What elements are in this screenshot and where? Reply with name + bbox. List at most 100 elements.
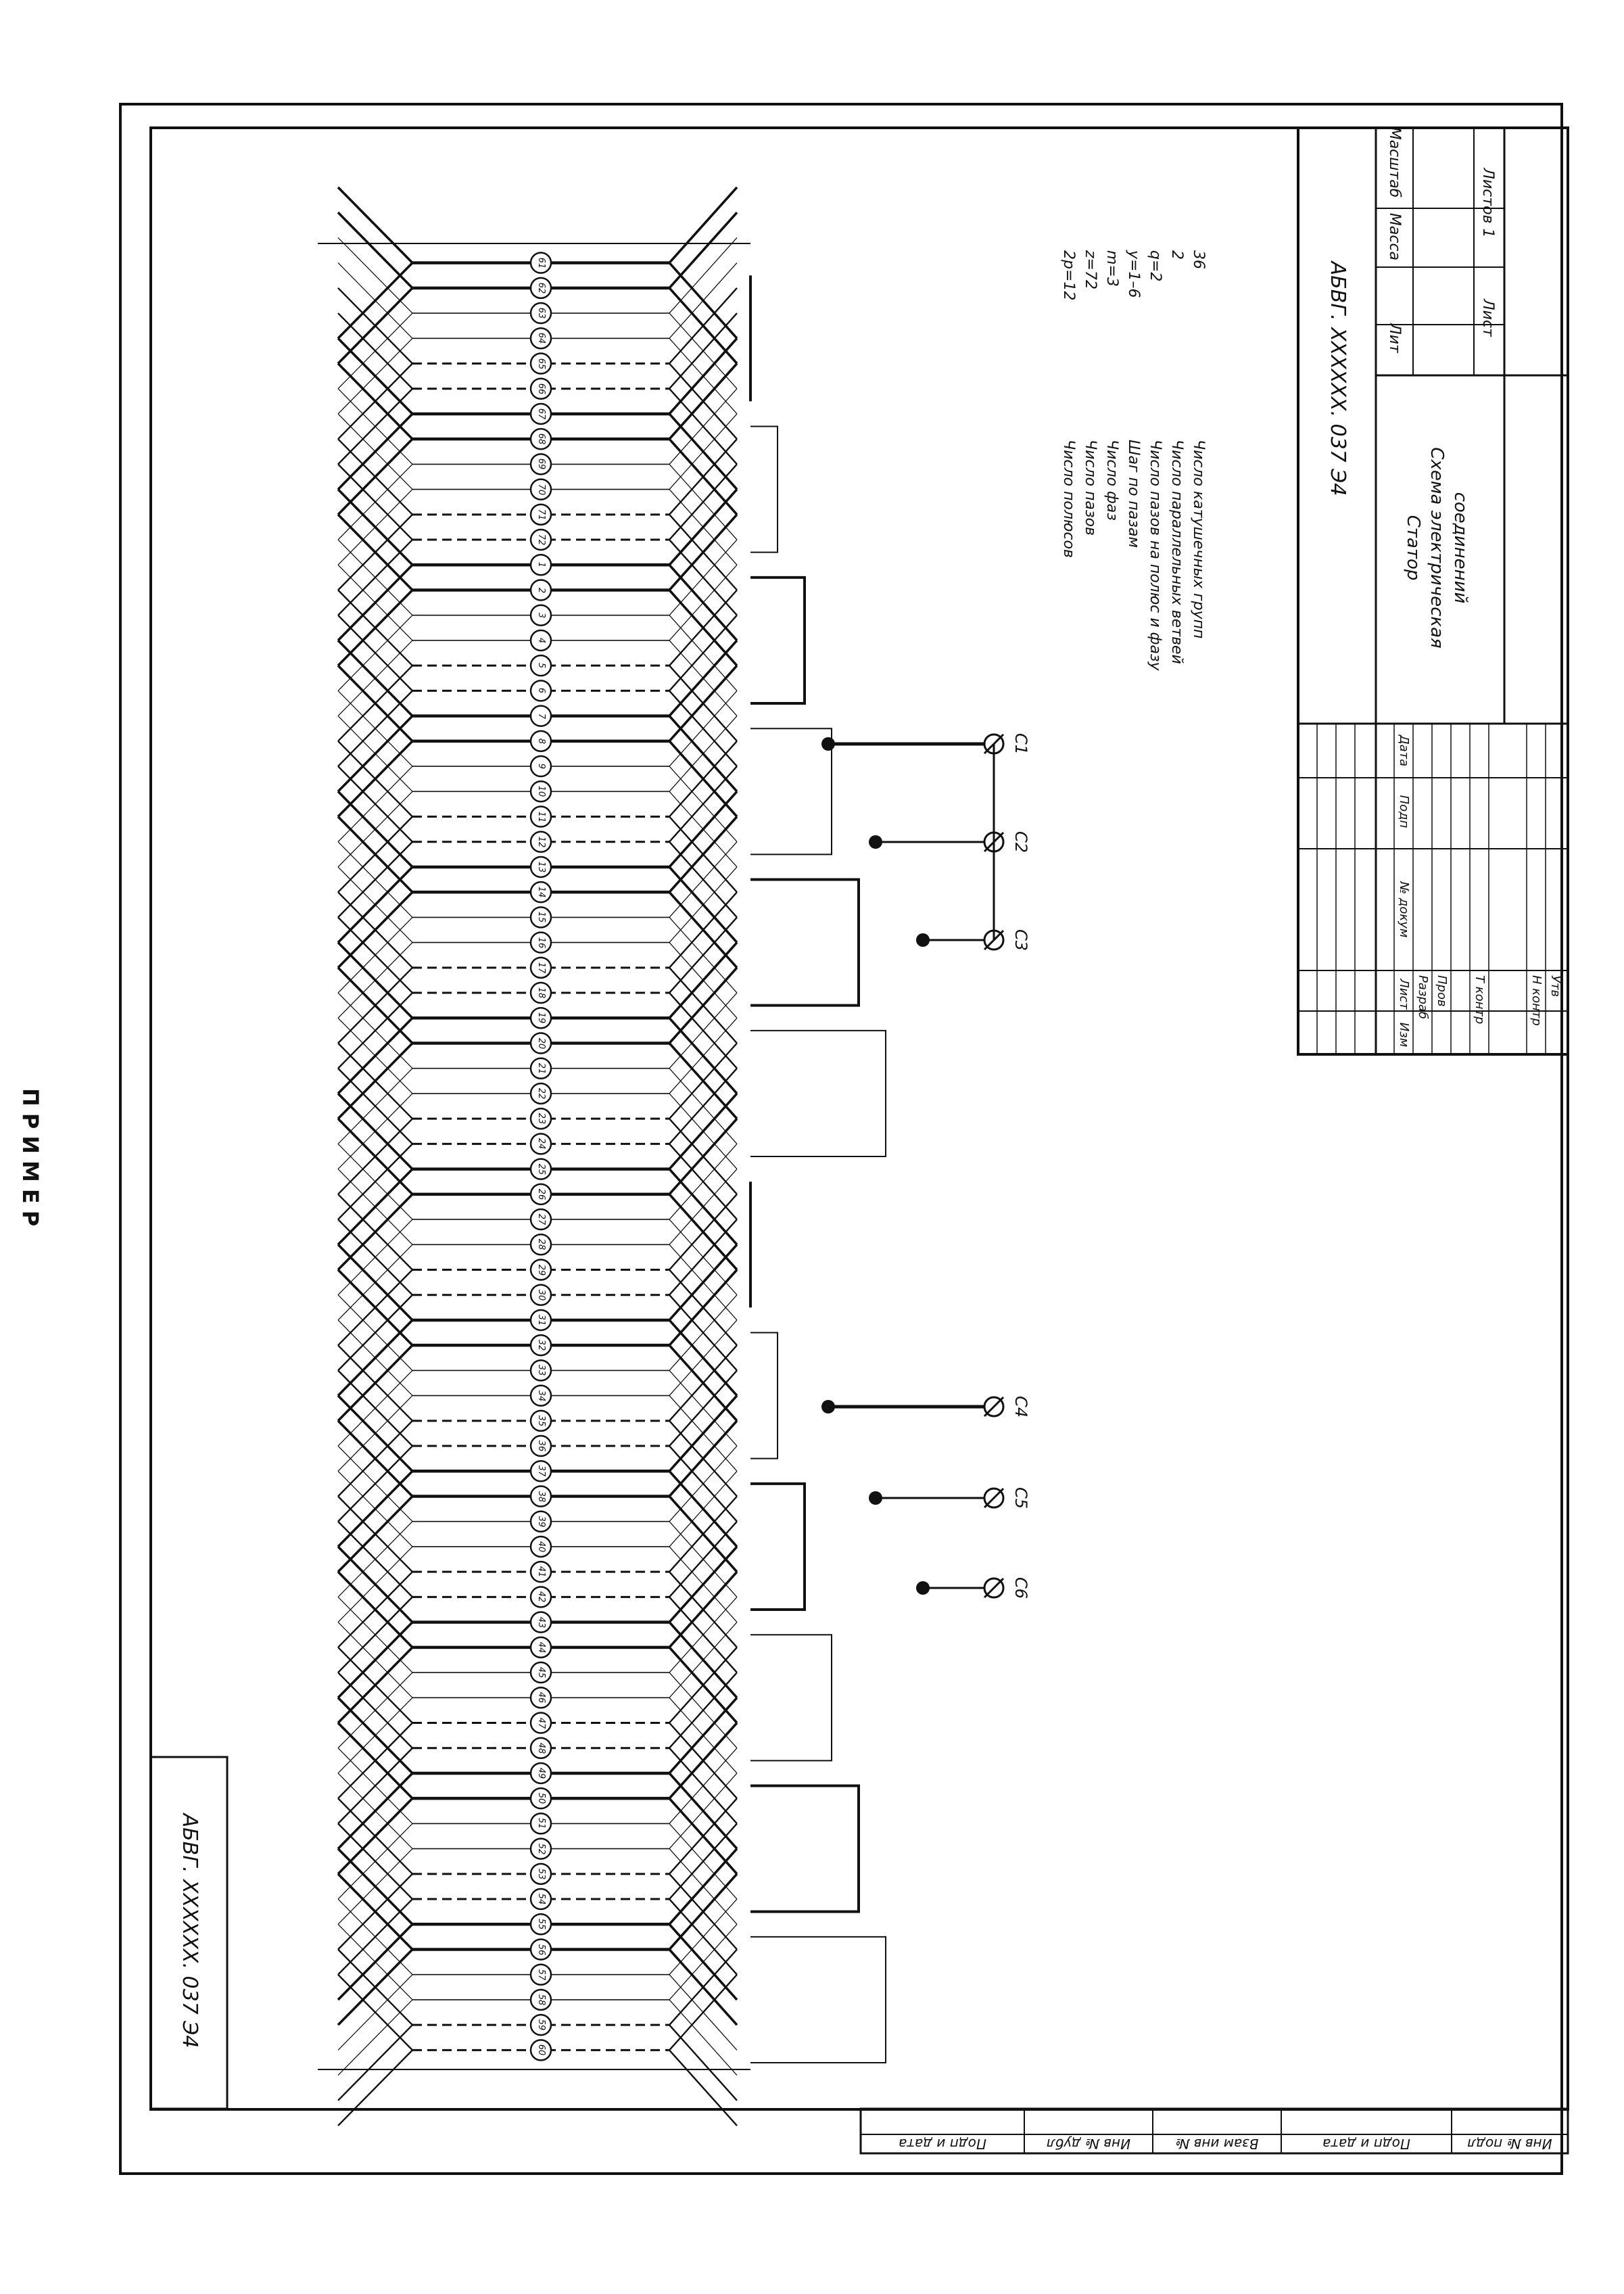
role-label: Пров <box>1435 975 1449 1007</box>
end-winding-right <box>669 1370 738 1522</box>
end-winding-left <box>337 438 413 591</box>
slot-circle <box>529 1384 552 1407</box>
slot-number-label: 1 <box>536 562 546 568</box>
slot-circle <box>529 1510 552 1532</box>
end-winding-left <box>337 1219 413 1372</box>
end-winding-right <box>669 1219 738 1372</box>
slot-circle <box>529 830 552 853</box>
end-winding-right <box>669 1194 738 1346</box>
end-winding-right <box>669 891 738 1044</box>
end-winding-left <box>337 388 413 540</box>
slot-number-label: 5 <box>536 663 546 669</box>
end-winding-right <box>669 262 738 415</box>
side-stamp-code: АБВГ. ХХХХХХ. 037 Э4 <box>178 1813 201 2049</box>
terminal-slash <box>983 1487 1005 1509</box>
end-winding-left <box>337 891 413 1044</box>
end-winding-left <box>337 690 413 843</box>
slot-number-label: 72 <box>536 534 546 546</box>
end-winding-right <box>668 1269 738 1422</box>
slot-circle <box>529 1359 552 1382</box>
left-column-label: Инв № подл <box>1467 2136 1552 2152</box>
slot-number-label: 58 <box>536 1994 546 2006</box>
slot-number-label: 36 <box>536 1440 546 1452</box>
slot-number-label: 35 <box>536 1415 546 1427</box>
end-winding-right <box>669 1973 738 2126</box>
end-winding-left <box>337 312 413 465</box>
end-winding-left <box>337 966 414 1120</box>
end-winding-right <box>669 388 738 540</box>
end-winding-right <box>669 1042 738 1195</box>
end-winding-right <box>669 1798 738 1950</box>
slot-number-label: 66 <box>536 383 546 394</box>
end-winding-right <box>669 1294 738 1447</box>
end-winding-left <box>337 211 414 365</box>
slot-number-label: 37 <box>536 1465 546 1477</box>
slot-number-label: 68 <box>536 433 546 445</box>
slot-circle <box>529 1133 552 1155</box>
slot-number-label: 16 <box>536 937 546 948</box>
end-winding-right <box>668 1873 738 2026</box>
slot-circle <box>529 1183 552 1206</box>
end-winding-right <box>669 690 738 843</box>
parameter-name: Число катушечных групп <box>1190 440 1207 639</box>
junction-dot <box>821 1400 835 1413</box>
slot-circle <box>529 2013 552 2036</box>
parameter-value: z=72 <box>1082 250 1099 289</box>
slot-number-label: 51 <box>536 1818 546 1829</box>
terminal-slash <box>983 1396 1005 1418</box>
role-label: Утв <box>1548 975 1562 998</box>
slot-circle <box>529 931 552 954</box>
revision-header: № докум <box>1397 881 1411 938</box>
slot-circle <box>529 554 552 576</box>
junction-dot <box>821 737 835 751</box>
terminal-label-c5: C5 <box>1011 1487 1030 1509</box>
end-winding-right <box>669 841 738 993</box>
winding-group <box>318 186 750 2126</box>
end-winding-left <box>337 1948 413 2101</box>
slot-circle <box>529 1687 552 1709</box>
slot-circle <box>529 705 552 727</box>
slot-circle <box>529 377 552 400</box>
end-winding-left <box>337 1470 413 1623</box>
end-winding-right <box>668 1545 738 1699</box>
slot-number-label: 46 <box>536 1691 546 1704</box>
slot-number-label: 26 <box>536 1188 546 1200</box>
end-winding-right <box>669 1319 738 1472</box>
slot-number-label: 47 <box>536 1717 546 1729</box>
end-winding-left <box>337 1319 413 1472</box>
end-winding-right <box>668 966 738 1120</box>
revision-header: Дата <box>1397 734 1411 767</box>
end-winding-left <box>337 766 413 918</box>
end-winding-left <box>337 564 413 717</box>
end-winding-left <box>337 1823 413 1975</box>
end-winding-right <box>668 1848 738 2001</box>
slot-number-label: 10 <box>536 785 546 797</box>
slot-number-label: 12 <box>536 836 546 847</box>
end-winding-left <box>337 1395 414 1548</box>
end-winding-right <box>669 1748 738 1900</box>
slot-circle <box>529 1913 552 1936</box>
slot-circle <box>529 327 552 350</box>
group-jumper <box>750 425 778 553</box>
end-winding-right <box>668 1092 738 1246</box>
slot-circle <box>529 1988 552 2011</box>
end-winding-right <box>668 362 738 516</box>
left-column-label: Подп и дата <box>1322 2136 1410 2152</box>
slot-number-label: 71 <box>536 509 546 521</box>
end-winding-right <box>669 1647 738 1799</box>
end-winding-left <box>337 941 414 1095</box>
end-winding-left <box>337 992 413 1144</box>
col-header-massa: Масса <box>1386 212 1403 261</box>
slot-circle <box>529 1535 552 1558</box>
slot-circle <box>529 1787 552 1810</box>
end-winding-left <box>337 488 414 642</box>
end-winding-right <box>669 1520 738 1673</box>
slot-number-label: 17 <box>536 962 546 974</box>
slot-number-label: 9 <box>536 763 546 770</box>
slot-circle <box>529 805 552 828</box>
slot-number-label: 43 <box>536 1616 546 1628</box>
parameter-value: 36 <box>1190 250 1207 269</box>
end-winding-left <box>337 1773 413 1925</box>
group-jumper <box>750 1029 886 1157</box>
slot-circle <box>529 1485 552 1507</box>
